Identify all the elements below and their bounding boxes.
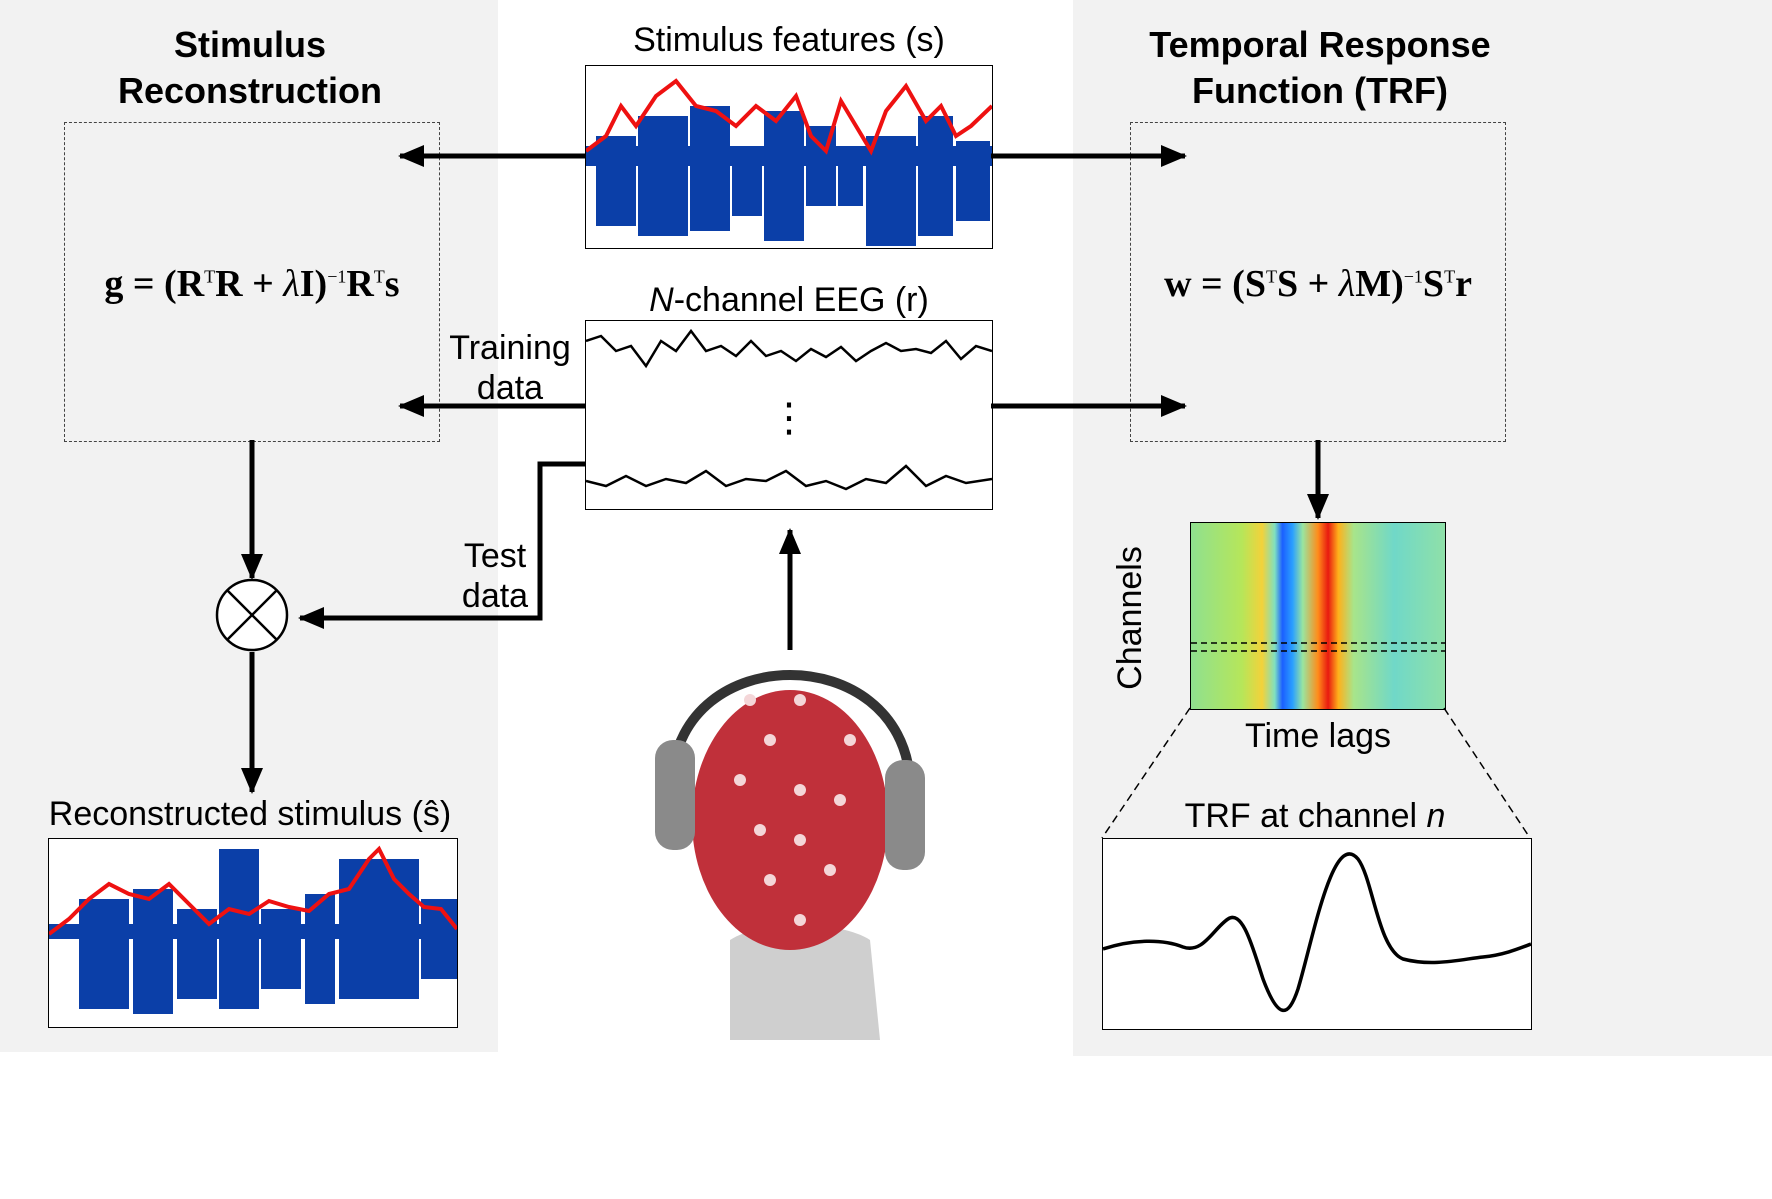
encoder-formula: w = (STS + λM)−1STr bbox=[1164, 263, 1472, 305]
stimulus-waveform bbox=[586, 78, 992, 246]
trf-heatmap bbox=[1190, 522, 1446, 710]
ellipsis: ⋮ bbox=[769, 395, 809, 441]
reconstructed-waveform bbox=[49, 845, 457, 1014]
channel-n-band bbox=[1191, 642, 1445, 652]
reconstructed-plot bbox=[48, 838, 458, 1028]
eeg-plot: ⋮ bbox=[585, 320, 993, 510]
eeg-head-illustration bbox=[655, 670, 925, 1040]
trf-curve bbox=[1103, 852, 1531, 1012]
decoder-formula: g = (RTR + λI)−1RTs bbox=[104, 263, 400, 305]
trf-channel-plot bbox=[1102, 838, 1532, 1030]
eeg-traces: ⋮ bbox=[586, 328, 992, 491]
reconstructed-title: Reconstructed stimulus (ŝ) bbox=[48, 795, 452, 833]
eeg-title: N-channel EEG (r) bbox=[649, 281, 929, 319]
trf-channel-title: TRF at channel n bbox=[1184, 797, 1446, 835]
stimulus-features-title: Stimulus features (s) bbox=[633, 21, 945, 59]
time-lags-label: Time lags bbox=[1244, 717, 1392, 755]
